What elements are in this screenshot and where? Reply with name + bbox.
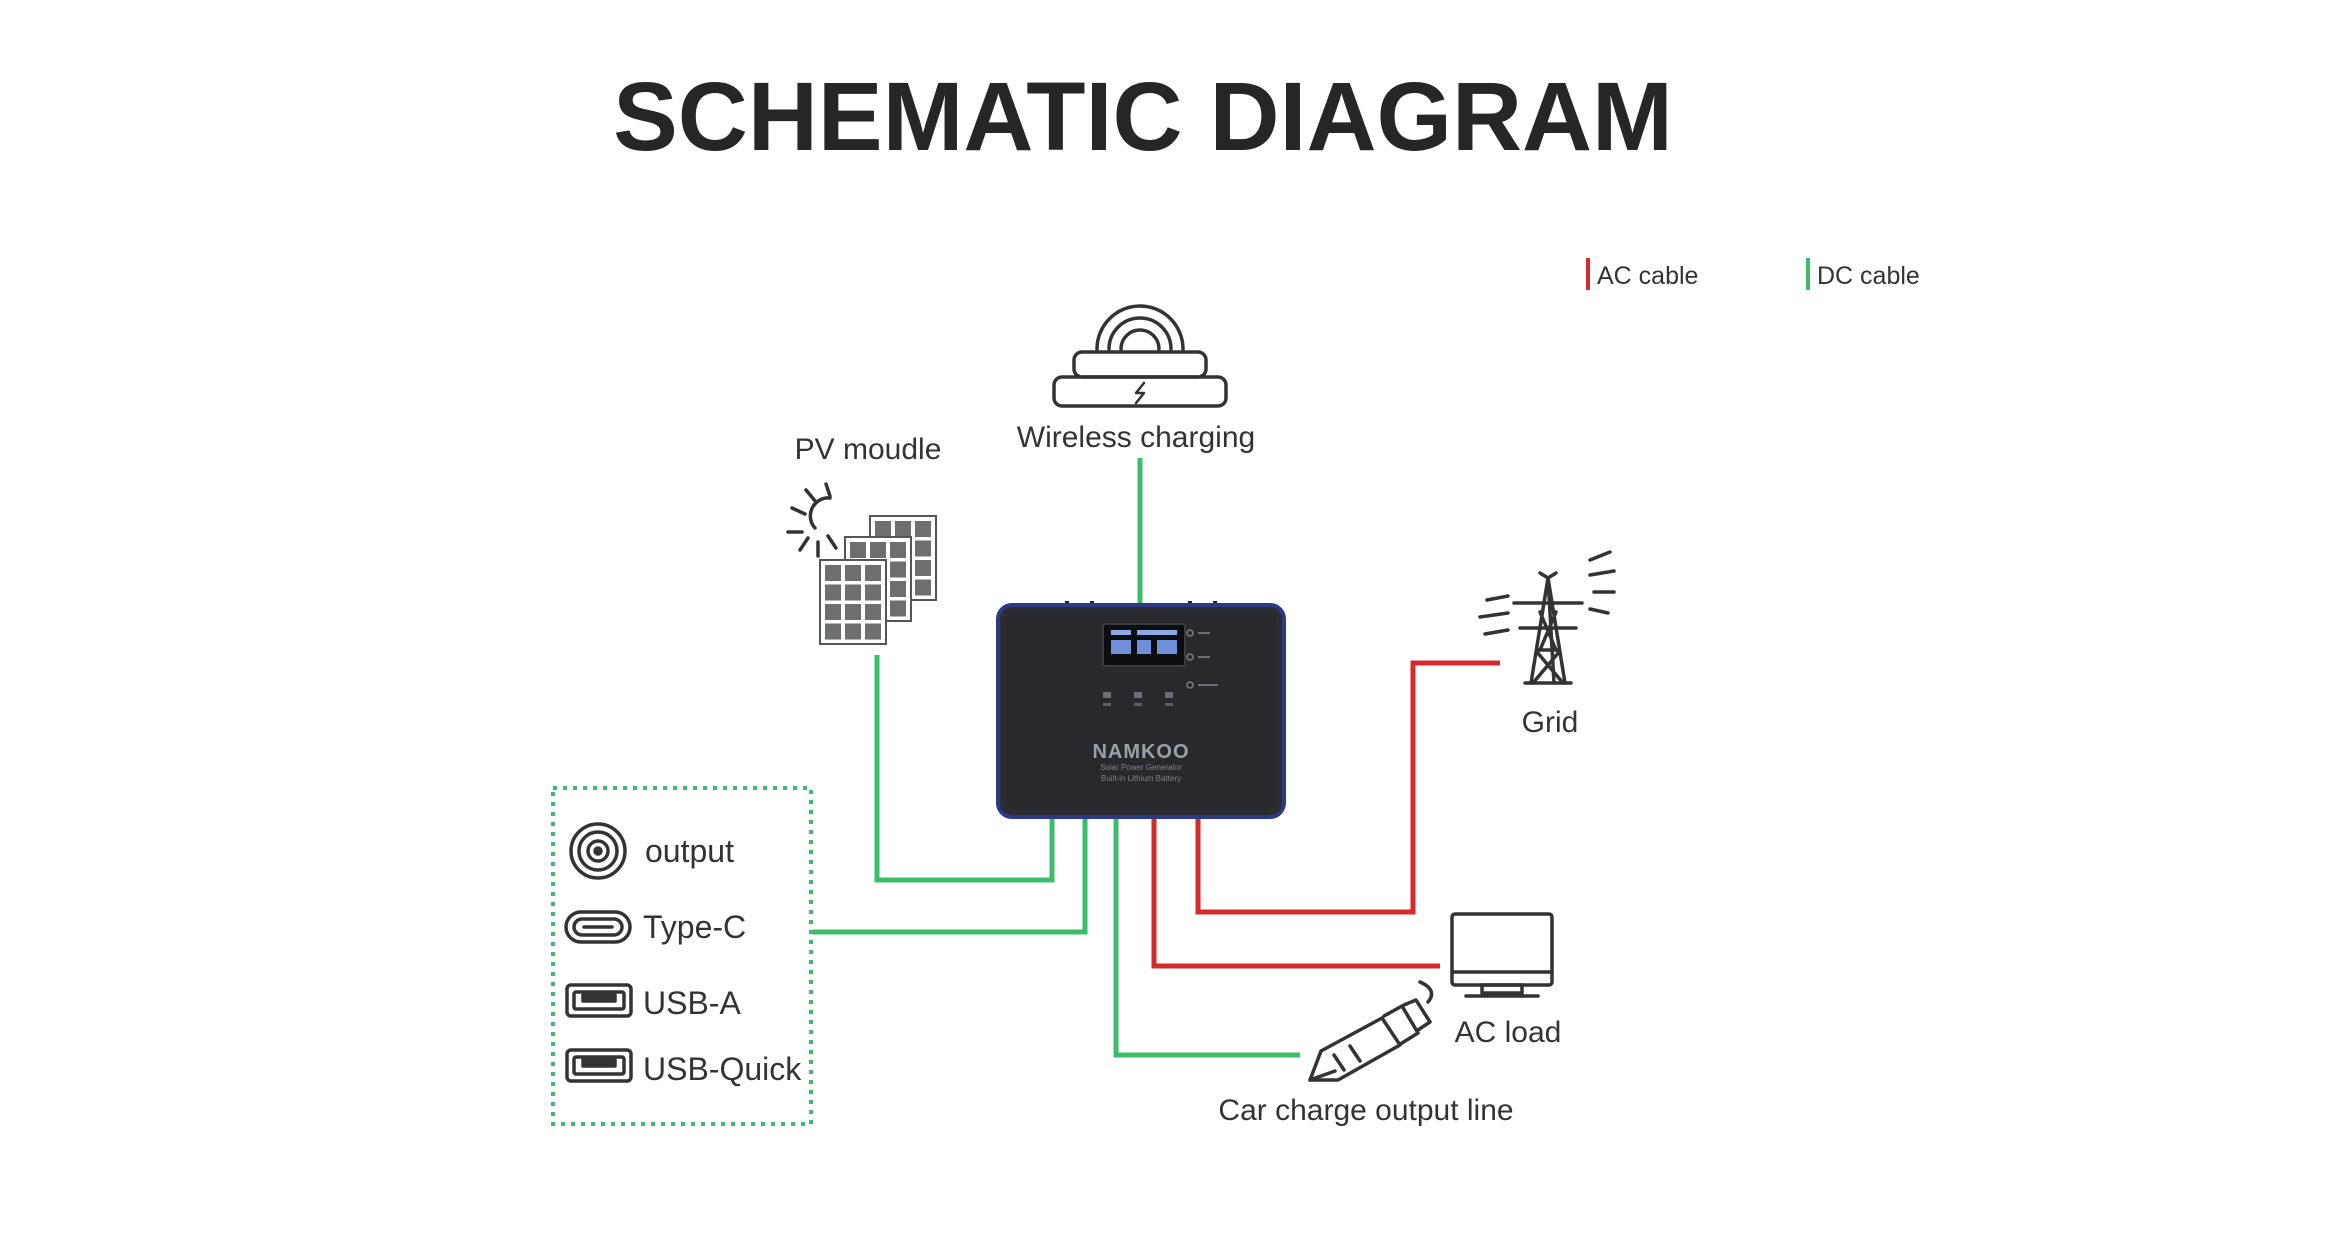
usb-quick-port-icon [565, 1048, 633, 1083]
monitor-icon [1450, 912, 1554, 998]
legend-ac-label: AC cable [1597, 262, 1698, 290]
usb-c-port-icon [564, 910, 632, 944]
device-subtitle-2: Built-in Lithium Battery [1101, 774, 1181, 783]
car-charge-label: Car charge output line [1218, 1094, 1513, 1127]
wireless-charging-label: Wireless charging [1017, 421, 1255, 454]
output-ports-box [551, 786, 813, 1126]
ac-cable-grid [1195, 660, 1500, 915]
port-label-type-c: Type-C [643, 909, 746, 945]
ac-cables [1151, 660, 1500, 969]
dc-cable-ports [813, 815, 1088, 935]
ac-cable-acload [1151, 815, 1440, 969]
wireless-charging-icon [1052, 304, 1228, 408]
sun-icon [786, 482, 838, 558]
grid-label: Grid [1522, 706, 1579, 739]
legend: AC cable DC cable [1586, 258, 1920, 290]
usb-a-port-icon [565, 983, 633, 1018]
car-charger-icon [1308, 980, 1434, 1082]
device-subtitle-1: Solar Power Generator [1100, 763, 1182, 772]
dc-cables [813, 458, 1300, 1058]
dc-cable-pv [874, 655, 1055, 883]
pv-module-icon [786, 482, 937, 645]
pv-module-label: PV moudle [795, 433, 942, 466]
dc-round-port-icon [569, 822, 627, 880]
pv-panel [819, 559, 887, 645]
port-label-usb-a: USB-A [643, 985, 741, 1021]
ac-load-label: AC load [1455, 1016, 1562, 1049]
port-label-usb-quick: USB-Quick [643, 1051, 802, 1087]
power-tower-icon [1478, 550, 1616, 685]
pv-panel-stack [819, 515, 937, 645]
power-station-device: NAMKOO Solar Power Generator Built-in Li… [996, 601, 1286, 819]
legend-dc-label: DC cable [1817, 262, 1920, 290]
port-label-output: output [645, 833, 734, 869]
page-title: SCHEMATIC DIAGRAM [613, 62, 1673, 171]
dc-cable-car [1113, 815, 1300, 1058]
device-brand: NAMKOO [1092, 741, 1189, 763]
